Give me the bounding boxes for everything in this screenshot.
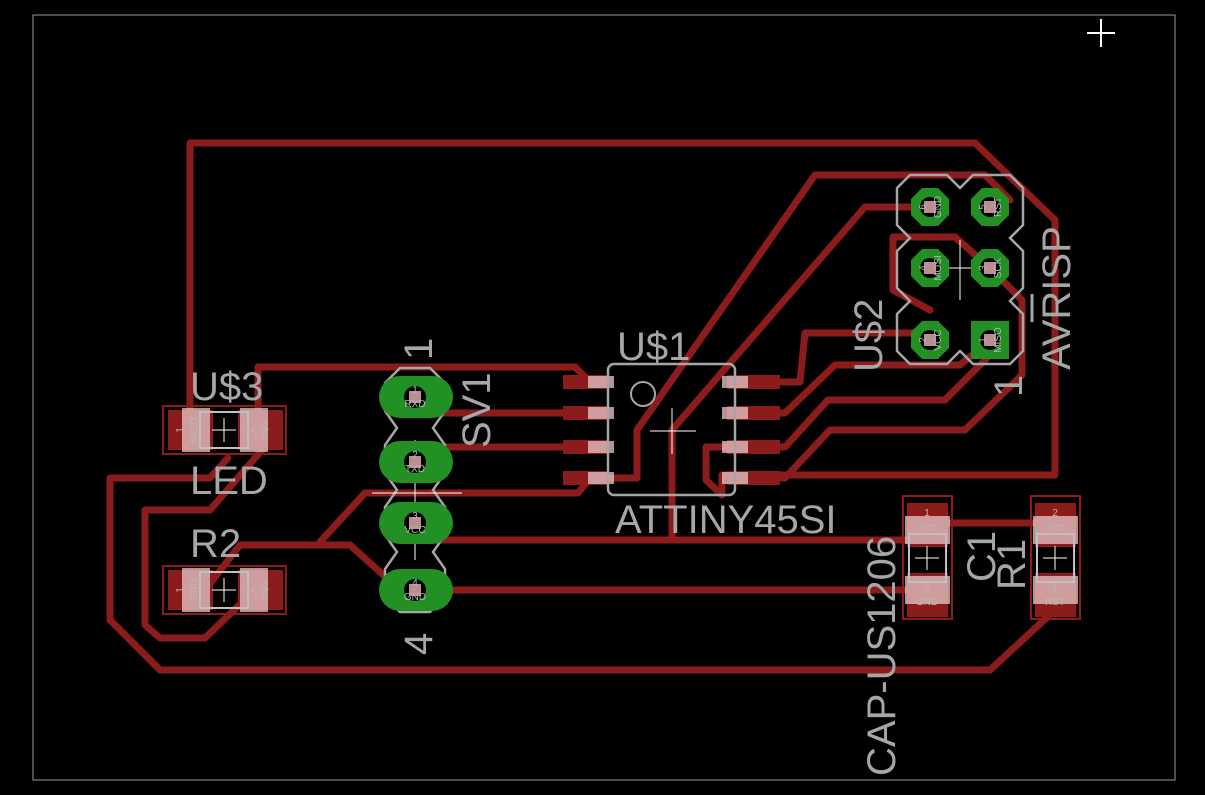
avrisp-pin1-label: 1	[987, 375, 1031, 397]
pad-label: VCC	[916, 523, 937, 534]
trace	[586, 171, 1014, 482]
pad-label: N$3	[260, 580, 271, 599]
pad-label: 2	[246, 427, 257, 433]
pin-name: VCC	[404, 525, 425, 536]
trace	[106, 454, 1059, 674]
trace	[201, 541, 404, 594]
pin-number: 3	[412, 511, 418, 522]
trace	[756, 264, 1026, 482]
pad-label: 1	[924, 508, 930, 519]
pad-label: 1	[175, 587, 186, 593]
ic-pad[interactable]	[722, 471, 780, 485]
avrisp-pin[interactable]: 4 MOSI	[911, 249, 949, 287]
pin-name: RXD	[404, 399, 425, 410]
u3-smd-component[interactable]: 1 MISO 2 N$3	[162, 405, 287, 455]
ic-pad[interactable]	[563, 471, 614, 485]
r2-label: R2	[190, 522, 241, 566]
u2-label: U$2	[847, 299, 891, 372]
ic-pad[interactable]	[563, 406, 614, 420]
pad-label: MISO	[189, 417, 200, 443]
pin-name: VCC	[933, 329, 944, 350]
pin-name: SCK	[993, 257, 1004, 278]
pad-label: 2	[246, 587, 257, 593]
pin-number: 4	[918, 265, 929, 271]
pin-name: RST	[993, 197, 1004, 217]
avrisp-pin[interactable]: 5 RST	[971, 188, 1009, 226]
pad-label: 2	[1052, 508, 1058, 519]
pad-label: 1	[1052, 582, 1058, 593]
sv1-pin4-label: 4	[397, 633, 441, 655]
pin-number: 3	[978, 265, 989, 271]
crosshair-icon	[1087, 19, 1115, 47]
pad-label: 2	[924, 582, 930, 593]
u1-attiny-ic[interactable]	[563, 362, 780, 497]
ic-pad[interactable]	[722, 440, 780, 454]
r2-smd-component[interactable]: 1 GND 2 N$3	[162, 565, 287, 615]
pad-label: RST	[1045, 597, 1065, 608]
pin-name: MISO	[993, 327, 1004, 353]
sv1-label: SV1	[455, 372, 499, 448]
pin-number: 6	[918, 204, 929, 210]
c1-label: C1	[960, 531, 1004, 582]
trace	[316, 474, 594, 546]
avrisp-pin[interactable]: 1 MISO	[971, 321, 1009, 359]
trace	[186, 139, 1059, 499]
trace	[141, 446, 266, 642]
pad-label: VCC	[1044, 523, 1065, 534]
r1-label: R1	[990, 539, 1034, 590]
pin-name: GND	[933, 196, 944, 218]
avrisp-pin[interactable]: 2 VCC	[911, 321, 949, 359]
pin-number: 2	[412, 450, 418, 461]
ic-pad[interactable]	[563, 440, 614, 454]
pin-number: 2	[918, 337, 929, 343]
ic-pad[interactable]	[722, 375, 780, 389]
attiny-label: ATTINY45SI	[615, 498, 837, 542]
pin-number: 1	[978, 337, 989, 343]
c1-smd-component[interactable]: 1 VCC 2 GND	[902, 495, 953, 620]
pin-number: 1	[412, 385, 418, 396]
pad-label: N$3	[260, 420, 271, 439]
board-outline	[32, 14, 1176, 781]
r1-smd-component[interactable]: 2 VCC 1 RST	[1030, 495, 1081, 620]
led-label: LED	[190, 459, 268, 503]
pin-name: MOSI	[933, 255, 944, 281]
cap-us1206-label: CAP-US1206	[860, 536, 904, 776]
pad-label: 1	[175, 427, 186, 433]
pin-number: 4	[412, 578, 418, 589]
avrisp-pin[interactable]: 6 GND	[911, 188, 949, 226]
pin-number: 5	[978, 204, 989, 210]
pad-label: GND	[916, 597, 938, 608]
u3-label: U$3	[190, 365, 263, 409]
avrisp-label: AVRISP	[1035, 226, 1079, 370]
ic-outline	[606, 362, 737, 497]
pin1-marker	[630, 381, 656, 407]
pin-name: GND	[404, 592, 426, 603]
ic-pad[interactable]	[563, 375, 614, 389]
avrisp-header[interactable]: 6 GND 5 RST 4 MOSI 3 SCK 2 VCC 1 MISO	[895, 173, 1025, 366]
u1-label: U$1	[617, 325, 690, 369]
ic-pad[interactable]	[722, 406, 780, 420]
pad-label: GND	[189, 579, 200, 601]
sv1-pin1-label: 1	[397, 338, 441, 360]
avrisp-pin[interactable]: 3 SCK	[971, 249, 1009, 287]
pin-name: TXD	[405, 464, 425, 475]
